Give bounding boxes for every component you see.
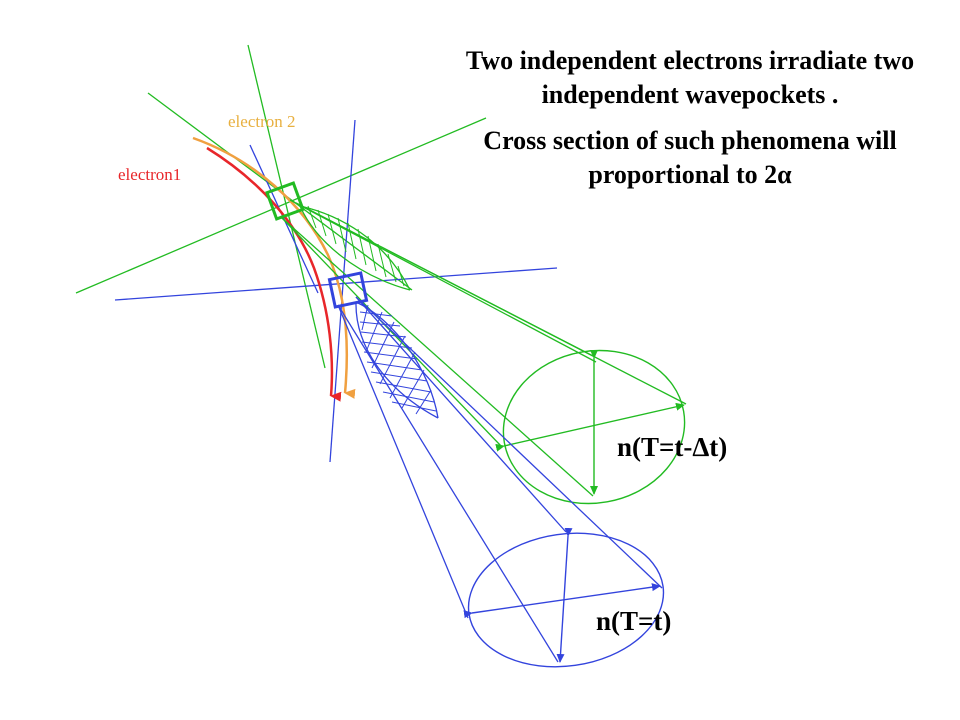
blue-wavepacket-hatching: [359, 304, 437, 415]
n-earlier-label: n(T=t-Δt): [617, 432, 728, 462]
electron2-label: electron 2: [228, 112, 296, 131]
blue-interaction-box: [327, 271, 369, 309]
electron1-trajectory: [206, 146, 342, 402]
title-line-2: Cross section of such phenomena will pro…: [483, 126, 897, 189]
green-cross-section-arrows: [495, 350, 685, 495]
green-interaction-box: [265, 181, 305, 221]
electron1-label: electron1: [118, 165, 182, 184]
title-block: Two independent electrons irradiate two …: [440, 44, 940, 192]
electron2-trajectory: [192, 136, 356, 399]
n-later-label: n(T=t): [596, 606, 672, 636]
green-wavepacket-hatching: [307, 205, 405, 287]
blue-cross-section-arrows: [463, 527, 661, 663]
title-line-1: Two independent electrons irradiate two …: [465, 46, 915, 109]
green-guide-lines: [75, 44, 487, 369]
